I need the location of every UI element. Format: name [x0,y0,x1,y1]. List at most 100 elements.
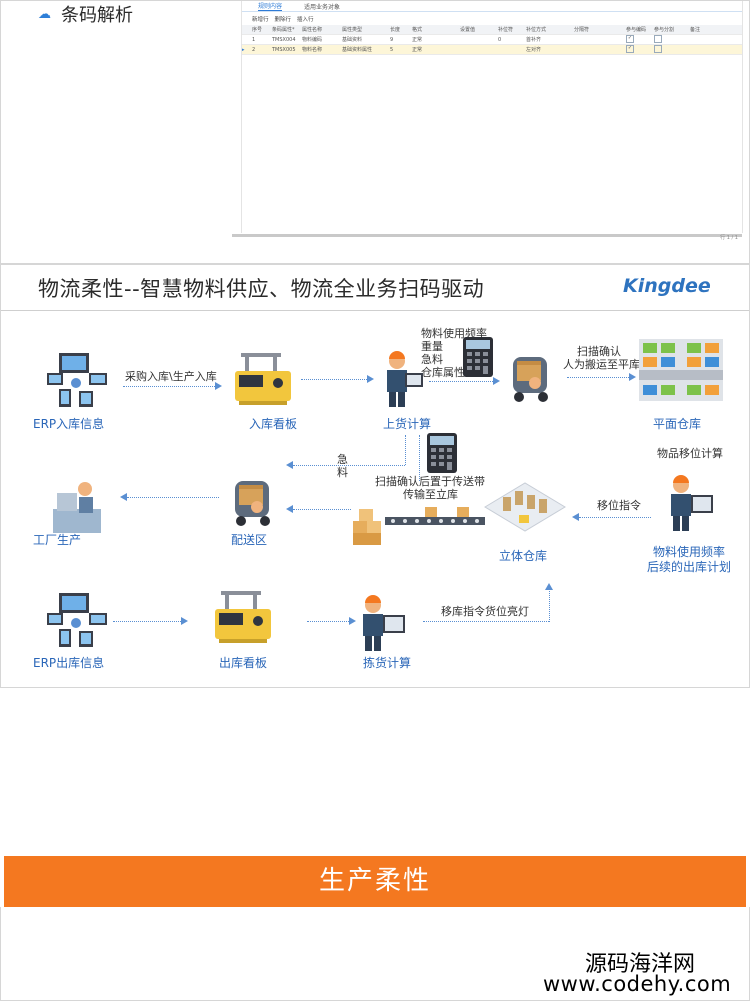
table-row[interactable]: ▸ 2 TMSX005 物料名称 基础资料属性 5 正常 左对齐 ✓ [242,44,742,55]
note-move-light: 移库指令货位亮灯 [441,605,529,618]
node-picking: 拣货计算 [363,656,412,670]
note-scan-belt-1: 扫描确认后置于传送带 [375,475,485,488]
boxes-icon [353,509,381,545]
arrow-head [181,617,188,625]
node-flat-warehouse: 平面仓库 [653,417,702,431]
node-erp-in: ERP入库信息 [33,417,105,431]
tab-business-objects[interactable]: 适用业务对象 [304,3,341,11]
arrow-head [493,377,500,385]
cell-code[interactable]: TMSX005 [272,46,296,53]
bottom-card [0,907,750,1001]
arrow-belt-to-dispatch [293,509,351,510]
rule-tabs: 规则内容 适用业务对象 [242,1,742,12]
cell-padmode[interactable]: 首补齐 [526,37,542,43]
note-factor-4: 仓库属性 [421,366,465,379]
tab-rule-content[interactable]: 规则内容 [258,3,283,11]
col-header: 补位方式 [526,27,547,33]
section-heading: ☁ 条码解析 [38,1,133,27]
cell-no: 1 [252,36,256,43]
worker-icon [363,595,405,651]
col-header: 备注 [690,27,701,33]
col-header: 分隔符 [574,27,590,33]
col-header: 条码属性* [272,27,295,33]
outbound-board-icon [215,591,271,643]
watermark-title: 源码海洋网 [585,952,696,977]
cell-pad[interactable]: 0 [498,36,502,43]
col-header: 参与编码 [626,27,647,33]
flat-warehouse-icon [639,339,723,401]
cell-name: 物料编码 [302,37,323,43]
cell-padmode[interactable]: 左对齐 [526,47,542,53]
note-relocate-calc: 物品移位计算 [657,447,723,460]
split-checkbox[interactable] [654,44,662,53]
section-heading-text: 条码解析 [61,5,133,26]
col-header: 参与分割 [654,27,675,33]
node-putaway: 上货计算 [383,417,432,431]
note-factor-2: 重量 [421,340,443,353]
table-footer: 行 1 / 1 [720,235,738,241]
cell-type: 基础资料属性 [342,47,373,53]
encode-checkbox[interactable]: ✓ [626,34,634,43]
arrow-head [629,373,636,381]
arrow-erp-to-outboard [113,621,181,622]
section-banner-title: 生产柔性 [318,866,431,896]
note-factor-3: 急料 [421,353,443,366]
cloud-icon: ☁ [38,6,51,22]
worker-icon [671,475,713,531]
stereo-warehouse-icon [385,482,566,532]
arrow-urgent [293,465,405,466]
add-row-button[interactable]: 新增行 [252,16,269,23]
table-header: 序号 条码属性* 属性名称 属性类型 长度 格式 设置值 补位符 补位方式 分隔… [242,25,742,35]
insert-row-button[interactable]: 插入行 [297,16,314,23]
split-checkbox[interactable] [654,34,662,43]
arrow-outboard-to-picking [307,621,349,622]
col-header: 属性类型 [342,27,363,33]
delete-row-button[interactable]: 删除行 [274,16,292,23]
forklift-icon [235,481,270,526]
worker-icon [387,351,423,407]
note-urgent-1: 急 [337,453,348,466]
arrow-head [572,513,579,521]
cell-code[interactable]: TMSX004 [272,36,296,43]
cell-format[interactable]: 正常 [412,37,423,43]
arrow-dispatch-to-factory [127,497,219,498]
note-purchase: 采购入库\生产入库 [125,370,217,383]
node-plan-note-1: 物料使用频率 [653,545,726,559]
node-erp-out: ERP出库信息 [33,656,105,670]
cell-type: 基础资料 [342,37,363,43]
arrow-erp-to-board [123,386,215,387]
arrow-head [545,583,553,590]
encode-checkbox[interactable]: ✓ [626,44,634,53]
calculator-icon [463,337,493,377]
node-plan-note-2: 后续的出库计划 [647,560,732,574]
title-divider [1,310,749,311]
note-urgent-2: 料 [337,466,348,479]
node-inbound-board: 入库看板 [249,417,298,431]
inbound-board-icon [235,353,291,405]
arrow-head [286,505,293,513]
col-header: 补位符 [498,27,514,33]
cell-length[interactable]: 9 [390,36,394,43]
note-scan-belt-2: 传输至立库 [403,488,458,501]
computers-icon [47,593,107,647]
cell-format[interactable]: 正常 [412,47,423,53]
note-manual-carry: 人为搬运至平库 [563,358,640,371]
arrow-head [286,461,293,469]
note-scan-confirm: 扫描确认 [577,345,621,358]
arrow-picking-to-stereo [423,621,549,622]
node-factory: 工厂生产 [33,533,82,547]
section-banner: 生产柔性 [4,856,746,907]
barcode-rule-window: 规则内容 适用业务对象 新增行 删除行 插入行 序号 条码属性* 属性名称 属性… [232,1,743,241]
note-factor-1: 物料使用频率 [421,327,487,340]
table-row[interactable]: 1 TMSX004 物料编码 基础资料 9 正常 0 首补齐 ✓ [242,34,742,45]
arrow-up-to-stereo [549,589,550,622]
cell-length[interactable]: 5 [390,46,394,53]
top-card: ☁ 条码解析 规则内容 适用业务对象 新增行 删除行 插入行 序号 条码属性* … [0,0,750,264]
note-relocate-cmd: 移位指令 [597,499,641,512]
arrow-putaway-to-belt [419,435,420,481]
arrow-board-to-putaway [301,379,367,380]
horizontal-scrollbar[interactable] [232,234,742,237]
kingdee-logo: Kingdee [623,275,711,297]
forklift-icon [513,357,548,402]
slide-card: 物流柔性--智慧物料供应、物流全业务扫码驱动 Kingdee ERP入库信息 采… [0,264,750,688]
